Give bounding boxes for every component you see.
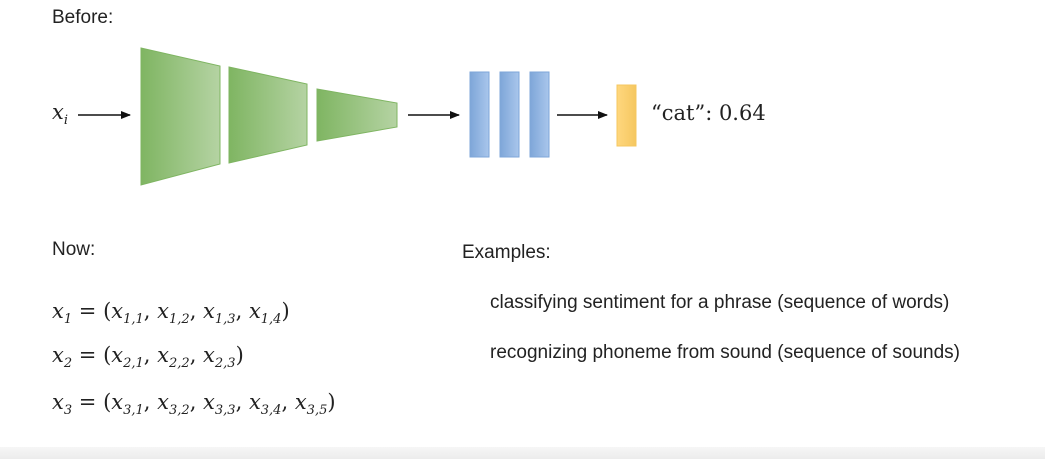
- element-var: x: [203, 390, 215, 414]
- sequence-sub: 3: [63, 403, 73, 418]
- element-var: x: [111, 299, 124, 323]
- element-var: x: [157, 299, 169, 323]
- element-var: x: [157, 343, 169, 367]
- element-sub: 3,2: [169, 403, 190, 418]
- fc-layer-1: [469, 71, 490, 158]
- sequence-equation: x3 = (x3,1, x3,2, x3,3, x3,4, x3,5): [52, 390, 336, 418]
- element-var: x: [111, 343, 124, 367]
- element-sub: 1,1: [123, 312, 144, 327]
- input-variable: xi: [52, 100, 68, 128]
- conv-layer-2: [228, 66, 308, 164]
- conv-layer-1: [140, 47, 221, 186]
- examples-label: Examples:: [462, 242, 551, 263]
- element-var: x: [294, 390, 307, 414]
- element-sub: 3,3: [214, 403, 236, 418]
- element-sub: 3,5: [306, 403, 328, 418]
- sequence-equation: x1 = (x1,1, x1,2, x1,3, x1,4): [52, 299, 290, 327]
- bottom-band: [0, 447, 1045, 459]
- element-var: x: [111, 390, 124, 414]
- sequence-equation: x2 = (x2,1, x2,2, x2,3): [52, 343, 244, 371]
- element-var: x: [157, 390, 169, 414]
- element-var: x: [248, 390, 261, 414]
- element-sub: 3,4: [260, 403, 282, 418]
- fc-layer-2: [499, 71, 520, 158]
- sequence-sub: 1: [63, 312, 73, 327]
- input-var: x: [52, 100, 64, 124]
- sequence-var: x: [52, 343, 64, 367]
- sequence-var: x: [52, 299, 64, 323]
- output-unit: [616, 84, 637, 147]
- output-label: “cat”: 0.64: [651, 101, 766, 125]
- conv-layer-3: [316, 88, 398, 142]
- element-sub: 3,1: [123, 403, 144, 418]
- element-sub: 2,3: [214, 356, 236, 371]
- before-label: Before:: [52, 7, 114, 28]
- example-item: classifying sentiment for a phrase (sequ…: [490, 292, 950, 313]
- element-var: x: [203, 343, 215, 367]
- element-sub: 2,2: [169, 356, 190, 371]
- sequence-sub: 2: [63, 356, 73, 371]
- element-sub: 2,1: [123, 356, 144, 371]
- input-sub: i: [63, 113, 69, 128]
- fc-layer-3: [529, 71, 550, 158]
- now-label: Now:: [52, 239, 96, 260]
- element-var: x: [203, 299, 215, 323]
- example-item: recognizing phoneme from sound (sequence…: [490, 342, 961, 363]
- element-sub: 1,3: [214, 312, 236, 327]
- element-sub: 1,2: [169, 312, 190, 327]
- element-sub: 1,4: [260, 312, 282, 327]
- sequence-var: x: [52, 390, 64, 414]
- element-var: x: [248, 299, 261, 323]
